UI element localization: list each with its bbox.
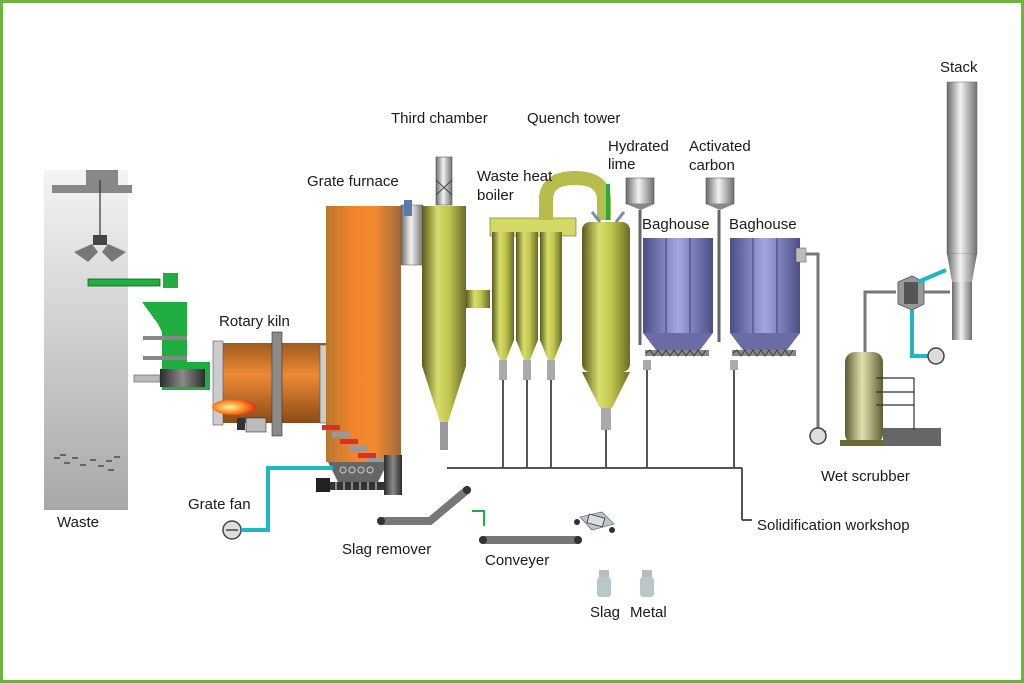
waste-pit: [44, 170, 132, 510]
grate-fan: [222, 466, 333, 540]
label-baghouse-1: Baghouse: [642, 216, 710, 233]
induced-draft-fan: [897, 268, 950, 365]
conveyer: [479, 511, 615, 544]
label-quench-tower: Quench tower: [527, 110, 620, 127]
hydrated-lime-hopper: [625, 177, 655, 345]
ash-collection-line: [447, 370, 752, 521]
slag-bin: [597, 570, 611, 597]
flue-duct: [806, 252, 826, 434]
label-waste: Waste: [57, 514, 99, 531]
label-activated-carbon-line2: carbon: [689, 157, 735, 174]
slag-remover: [377, 486, 471, 525]
label-third-chamber: Third chamber: [391, 110, 488, 127]
baghouse-1: [643, 238, 713, 370]
label-activated-carbon-line1: Activated: [689, 138, 751, 155]
label-wet-scrubber: Wet scrubber: [821, 468, 910, 485]
label-slag: Slag: [590, 604, 620, 621]
label-baghouse-2: Baghouse: [729, 216, 797, 233]
label-waste-heat-boiler-line2: boiler: [477, 187, 514, 204]
label-conveyer: Conveyer: [485, 552, 549, 569]
waste-pile: [54, 454, 120, 471]
label-grate-furnace: Grate furnace: [307, 173, 399, 190]
wet-scrubber: [809, 290, 941, 446]
quench-tower: [582, 184, 630, 430]
stack: [946, 81, 978, 340]
baghouse-2: [730, 238, 807, 370]
transfer-arrow-icon: [472, 510, 485, 526]
crane-grab-icon: [74, 235, 126, 262]
third-chamber: [400, 156, 490, 450]
scrubber-pump-icon: [809, 427, 827, 445]
label-slag-remover: Slag remover: [342, 541, 431, 558]
label-stack: Stack: [940, 59, 978, 76]
rotary-kiln: [212, 331, 331, 437]
label-grate-fan: Grate fan: [188, 496, 251, 513]
grate-furnace: [316, 206, 402, 495]
magnetic-separator-icon: [574, 511, 615, 533]
waste-heat-boiler: [489, 170, 611, 380]
metal-bin: [640, 570, 654, 597]
activated-carbon-hopper: [705, 177, 735, 342]
label-rotary-kiln: Rotary kiln: [219, 313, 290, 330]
label-waste-heat-boiler-line1: Waste heat: [477, 168, 553, 185]
burner-flame-icon: [212, 399, 256, 415]
label-metal: Metal: [630, 604, 667, 621]
label-hydrated-lime-line1: Hydrated: [608, 138, 669, 155]
waste-feeder: [87, 273, 210, 390]
label-solidification-workshop: Solidification workshop: [757, 517, 910, 534]
label-hydrated-lime-line2: lime: [608, 156, 636, 173]
